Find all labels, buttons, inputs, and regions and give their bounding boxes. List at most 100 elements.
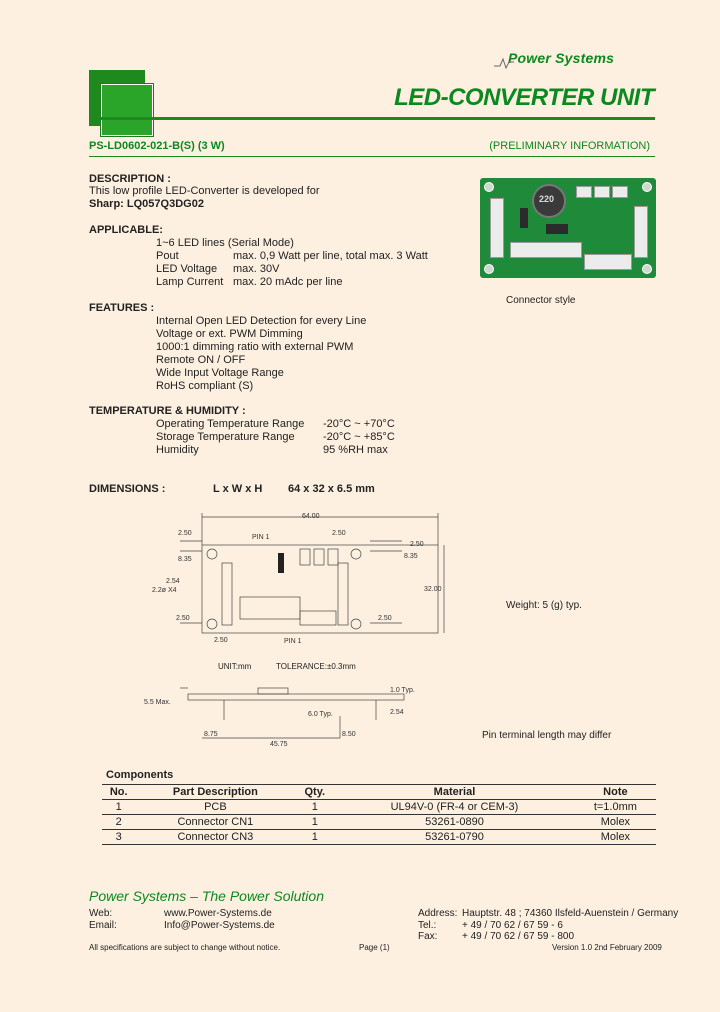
applicable-label-1: LED Voltage bbox=[156, 263, 218, 275]
cell: 1 bbox=[102, 799, 136, 815]
applicable-first: 1~6 LED lines (Serial Mode) bbox=[156, 237, 294, 249]
temperature-label-1: Storage Temperature Range bbox=[156, 431, 295, 443]
mount-hole bbox=[350, 548, 362, 560]
pcb-hole bbox=[484, 182, 494, 192]
board-outline bbox=[201, 544, 439, 634]
col-part: Part Description bbox=[135, 784, 296, 800]
image-caption: Connector style bbox=[506, 295, 576, 306]
dim-4575: 45.75 bbox=[270, 741, 288, 748]
components-table: No. Part Description Qty. Material Note … bbox=[102, 784, 656, 845]
pcb-hole bbox=[484, 264, 494, 274]
cell: UL94V-0 (FR-4 or CEM-3) bbox=[334, 799, 575, 815]
mount-hole bbox=[206, 618, 218, 630]
feature-item: Wide Input Voltage Range bbox=[156, 367, 284, 379]
part-number: PS-LD0602-021-B(S) (3 W) bbox=[89, 140, 225, 152]
dim-250-d: 2.50 bbox=[176, 615, 190, 622]
feature-item: RoHS compliant (S) bbox=[156, 380, 254, 392]
version-note: Version 1.0 2nd February 2009 bbox=[552, 943, 662, 952]
description-line2: Sharp: LQ057Q3DG02 bbox=[89, 198, 204, 210]
dim-overall-length: 64.00 bbox=[302, 513, 320, 520]
brand-logo-text: Power Systems bbox=[508, 50, 615, 66]
features-heading: FEATURES : bbox=[89, 302, 155, 314]
pcb-connector-right bbox=[634, 206, 648, 258]
title-rule bbox=[89, 117, 655, 120]
applicable-heading: APPLICABLE: bbox=[89, 224, 163, 236]
fax-value: + 49 / 70 62 / 67 59 - 800 bbox=[462, 931, 575, 942]
hole-spec: 2.2ø X4 bbox=[152, 587, 177, 594]
board-ic bbox=[278, 553, 284, 573]
cell: PCB bbox=[135, 799, 296, 815]
dim-254-side: 2.54 bbox=[390, 709, 404, 716]
pcb-inductor: 220 bbox=[532, 184, 566, 218]
tel-label: Tel.: bbox=[418, 920, 437, 931]
pcb-ic bbox=[546, 224, 568, 234]
tolerance-label: TOLERANCE:±0.3mm bbox=[276, 662, 356, 671]
cell: 1 bbox=[295, 829, 335, 845]
cell: Molex bbox=[574, 814, 656, 830]
applicable-value-1: max. 30V bbox=[233, 263, 280, 275]
applicable-value-2: max. 20 mAdc per line bbox=[233, 276, 343, 288]
address-label: Address: bbox=[418, 908, 458, 919]
cell: 1 bbox=[295, 814, 335, 830]
address-value: Hauptstr. 48 ; 74360 Ilsfeld-Auenstein /… bbox=[462, 908, 679, 919]
cell: Molex bbox=[574, 829, 656, 845]
dim-250-a: 2.50 bbox=[178, 530, 192, 537]
temperature-value-2: 95 %RH max bbox=[323, 444, 388, 456]
cell: 53261-0890 bbox=[334, 814, 575, 830]
subtitle-rule bbox=[89, 156, 655, 157]
dim-254: 2.54 bbox=[166, 578, 180, 585]
page-number: Page (1) bbox=[359, 943, 390, 952]
dimensions-value: 64 x 32 x 6.5 mm bbox=[288, 483, 375, 495]
feature-item: Internal Open LED Detection for every Li… bbox=[156, 315, 367, 327]
pcb-side-outline bbox=[187, 693, 405, 701]
table-row: 3 Connector CN3 1 53261-0790 Molex bbox=[102, 829, 656, 845]
web-link[interactable]: www.Power-Systems.de bbox=[164, 908, 272, 919]
pcb-hole bbox=[642, 264, 652, 274]
fax-label: Fax: bbox=[418, 931, 438, 942]
description-line1: This low profile LED-Converter is develo… bbox=[89, 185, 320, 197]
pin1-bottom-label: PIN 1 bbox=[284, 638, 302, 645]
email-link[interactable]: Info@Power-Systems.de bbox=[164, 920, 275, 931]
pcb-smd bbox=[594, 186, 610, 198]
page-title: LED-CONVERTER UNIT bbox=[394, 84, 654, 111]
dim-835-a: 8.35 bbox=[178, 556, 192, 563]
pcb-hole bbox=[642, 182, 652, 192]
side-view-drawing: 5.5 Max. 1.0 Typ. 6.0 Typ. 2.54 8.75 45.… bbox=[144, 687, 415, 748]
footer-slogan: Power Systems – The Power Solution bbox=[89, 888, 324, 904]
pcb-smd bbox=[576, 186, 592, 198]
table-row: 2 Connector CN1 1 53261-0890 Molex bbox=[102, 814, 656, 830]
table-header-row: No. Part Description Qty. Material Note bbox=[102, 784, 656, 800]
pcb-smd bbox=[612, 186, 628, 198]
dimensions-lwh: L x W x H bbox=[213, 483, 263, 495]
dim-width: 32.00 bbox=[424, 586, 442, 593]
weight-note: Weight: 5 (g) typ. bbox=[506, 600, 582, 611]
dimensions-heading: DIMENSIONS : bbox=[89, 483, 166, 495]
cell: t=1.0mm bbox=[574, 799, 656, 815]
disclaimer: All specifications are subject to change… bbox=[89, 943, 281, 952]
feature-item: Voltage or ext. PWM Dimming bbox=[156, 328, 303, 340]
col-qty: Qty. bbox=[295, 784, 335, 800]
pcb-chip bbox=[520, 208, 528, 228]
temperature-heading: TEMPERATURE & HUMIDITY : bbox=[89, 405, 246, 417]
table-row: 1 PCB 1 UL94V-0 (FR-4 or CEM-3) t=1.0mm bbox=[102, 799, 656, 815]
dim-55-max: 5.5 Max. bbox=[144, 699, 171, 706]
pcb-smd-row bbox=[510, 242, 582, 258]
pin1-top-label: PIN 1 bbox=[252, 534, 270, 541]
pcb-photo: 220 bbox=[480, 178, 656, 278]
cell: Connector CN1 bbox=[135, 814, 296, 830]
tel-value: + 49 / 70 62 / 67 59 - 6 bbox=[462, 920, 563, 931]
dim-60-typ: 6.0 Typ. bbox=[308, 711, 333, 718]
dim-250-b: 2.50 bbox=[332, 530, 346, 537]
brand-wave-icon bbox=[494, 57, 514, 70]
cell: 3 bbox=[102, 829, 136, 845]
cell: 53261-0790 bbox=[334, 829, 575, 845]
pin-terminal-note: Pin terminal length may differ bbox=[482, 730, 612, 741]
col-material: Material bbox=[334, 784, 575, 800]
dim-250-f: 2.50 bbox=[378, 615, 392, 622]
dim-850: 8.50 bbox=[342, 731, 356, 738]
dim-10-typ: 1.0 Typ. bbox=[390, 687, 415, 694]
preliminary-note: (PRELIMINARY INFORMATION) bbox=[489, 140, 650, 152]
description-heading: DESCRIPTION : bbox=[89, 173, 171, 185]
unit-label: UNIT:mm bbox=[218, 662, 252, 671]
cell: 2 bbox=[102, 814, 136, 830]
